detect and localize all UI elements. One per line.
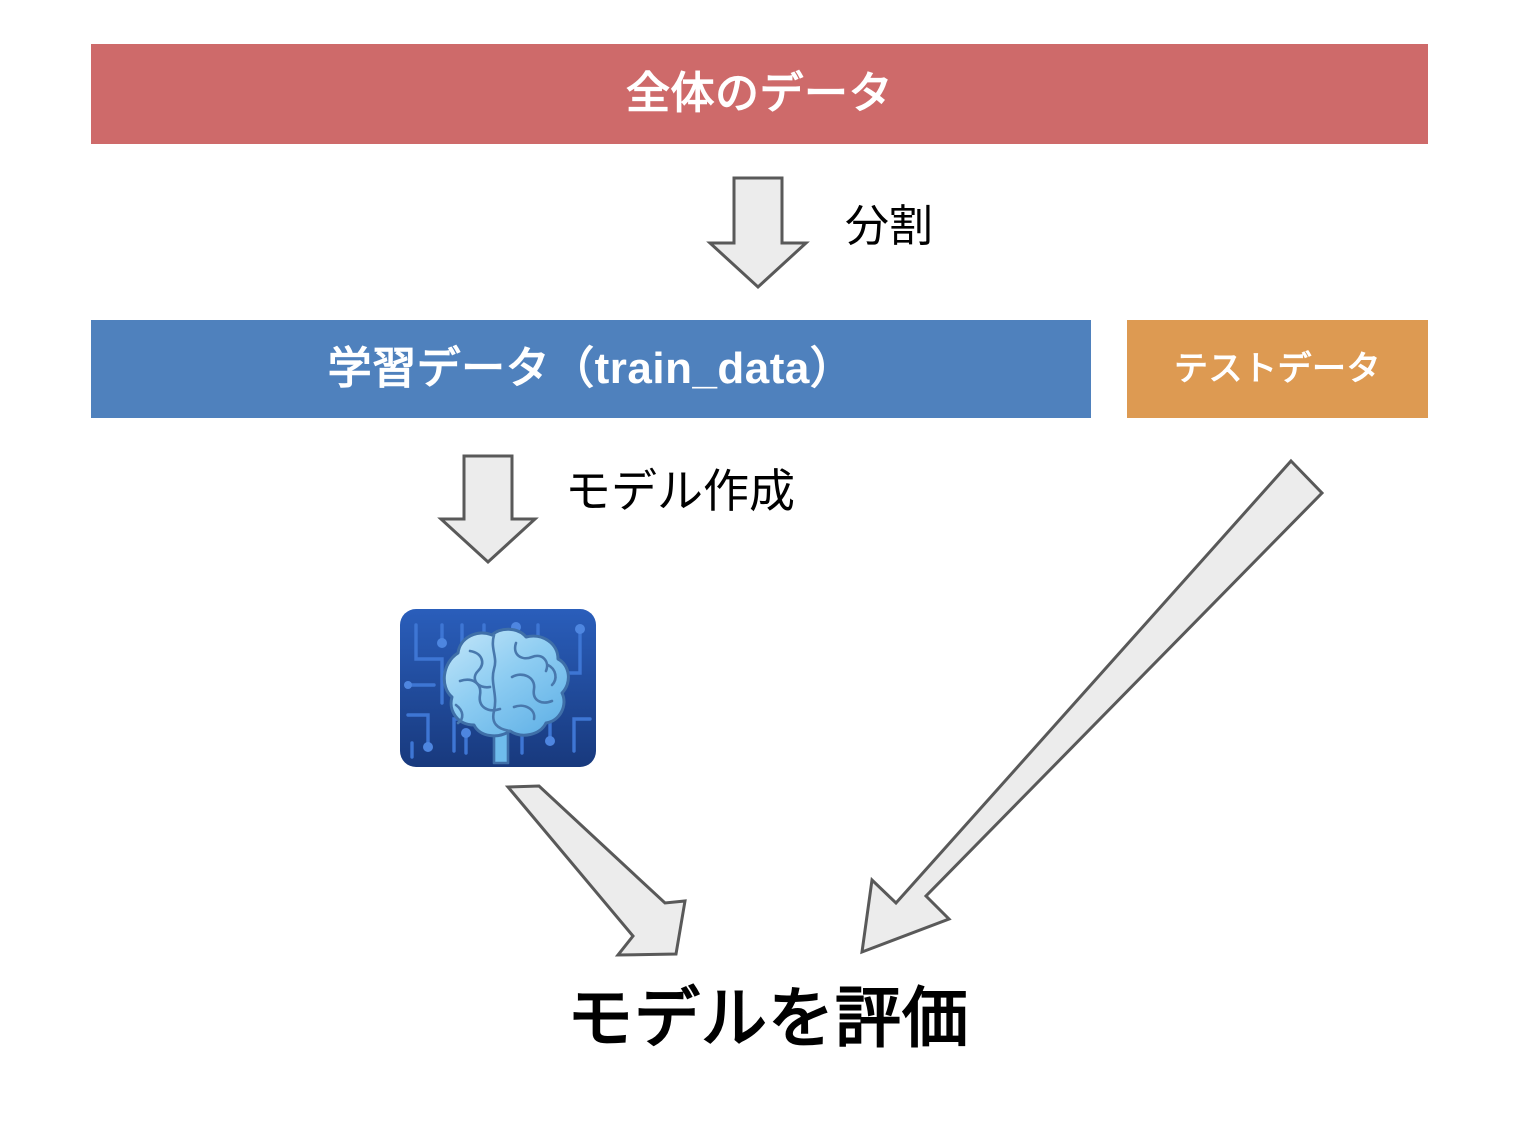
brain-body (442, 627, 570, 738)
brain-folds (454, 633, 557, 733)
ai-brain-icon (398, 607, 598, 769)
modeling-arrow-label: モデル作成 (565, 465, 795, 517)
split-arrow-icon (706, 176, 810, 290)
split-arrow-label: 分割 (845, 202, 933, 251)
evaluation-conclusion-text: モデルを評価 (567, 981, 969, 1055)
test-data-label: テストデータ (1174, 350, 1381, 388)
all-data-label: 全体のデータ (626, 69, 893, 118)
train-data-box: 学習データ（train_data） (91, 320, 1091, 418)
model-to-evaluation-arrow-icon (504, 784, 687, 957)
test-to-evaluation-arrow-icon (860, 458, 1325, 955)
modeling-arrow-icon (437, 454, 539, 565)
all-data-box: 全体のデータ (91, 44, 1428, 144)
train-data-label: 学習データ（train_data） (327, 344, 855, 393)
test-data-box: テストデータ (1127, 320, 1428, 418)
brain-stem (492, 731, 510, 765)
